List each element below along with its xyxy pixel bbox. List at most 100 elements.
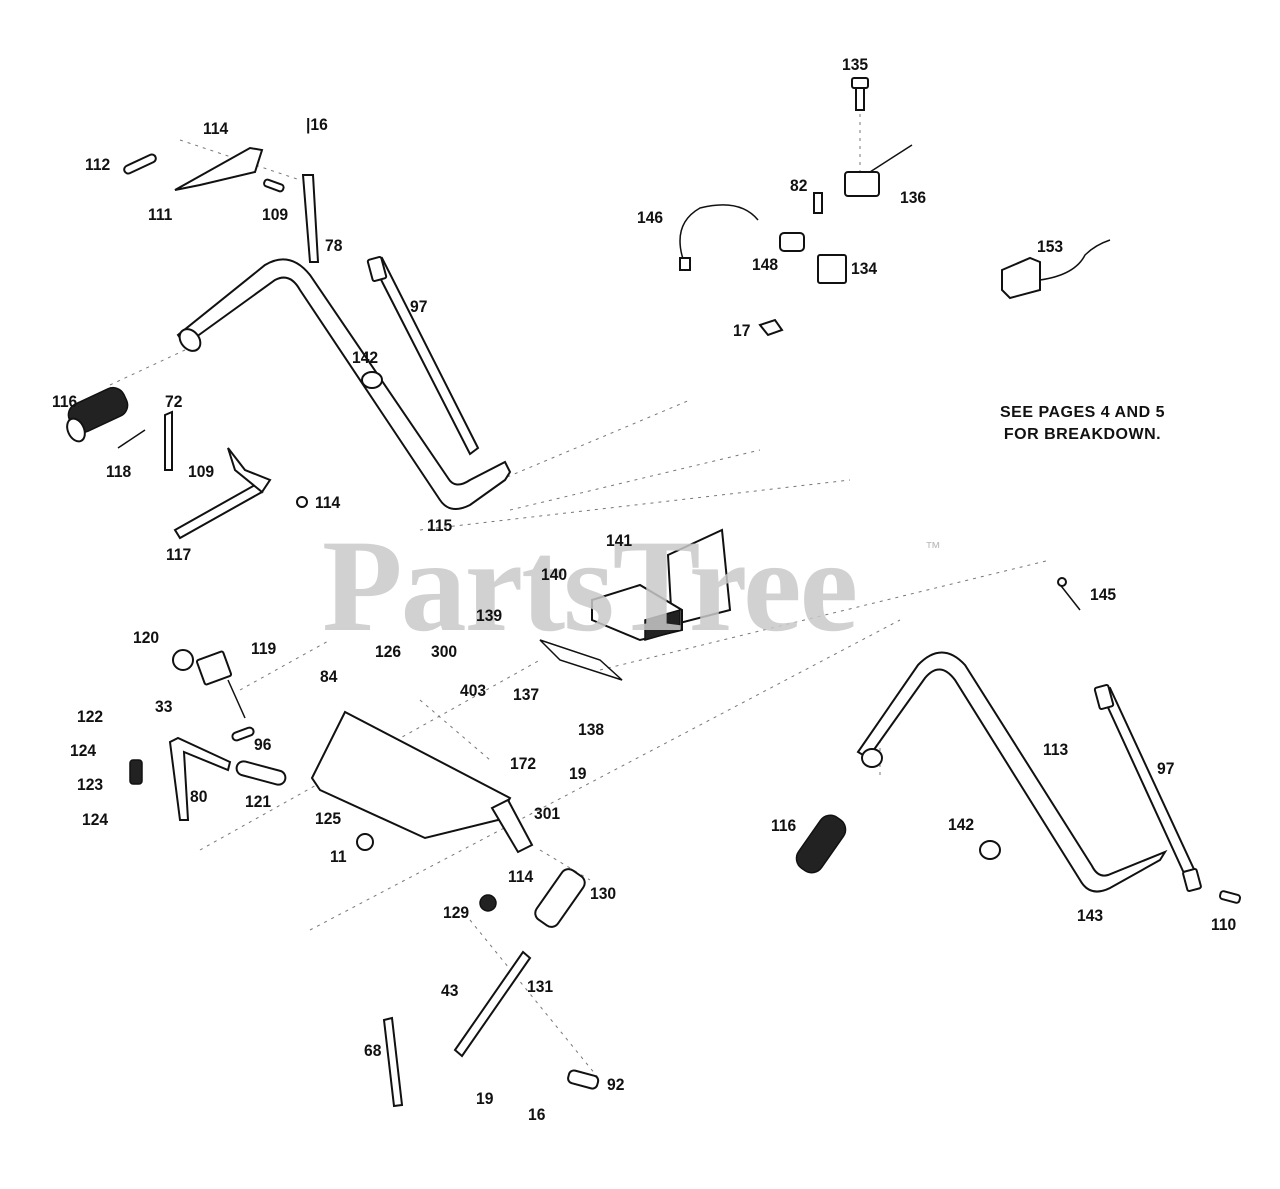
part-number-115[interactable]: 115 [427, 516, 453, 535]
solenoid-134 [817, 254, 847, 284]
part-number-300[interactable]: 300 [431, 642, 458, 661]
part-number-112[interactable]: 112 [85, 155, 111, 174]
part-number-19-lower[interactable]: 19 [476, 1089, 494, 1108]
part-number-146[interactable]: 146 [637, 208, 664, 227]
grip-116-left [66, 386, 129, 443]
part-number-116-left[interactable]: 116 [52, 392, 78, 411]
part-number-19-mid[interactable]: 19 [569, 764, 587, 783]
spring-123 [129, 759, 143, 785]
part-number-109-top[interactable]: 109 [262, 205, 289, 224]
clip-17 [758, 318, 784, 337]
part-number-16-lower[interactable]: 16 [528, 1105, 546, 1124]
part-number-114-lower[interactable]: 114 [508, 867, 534, 886]
grip-116-right [795, 814, 847, 874]
bolt-92 [567, 1069, 600, 1090]
part-number-80[interactable]: 80 [190, 787, 208, 806]
part-number-143[interactable]: 143 [1077, 906, 1104, 925]
note-line-1: SEE PAGES 4 AND 5 [1000, 404, 1165, 421]
part-number-72[interactable]: 72 [165, 392, 183, 411]
part-number-403[interactable]: 403 [460, 681, 487, 700]
part-number-97-left[interactable]: 97 [410, 297, 428, 316]
knob-129 [479, 894, 497, 912]
watermark-trademark: ™ [925, 540, 941, 557]
brace-97-right [1093, 684, 1202, 893]
link-72 [164, 410, 173, 471]
part-number-119[interactable]: 119 [251, 639, 277, 658]
part-number-116-right[interactable]: 116 [771, 816, 797, 835]
part-number-114-top[interactable]: 114 [203, 119, 229, 138]
part-number-68[interactable]: 68 [364, 1041, 382, 1060]
part-number-124-lower[interactable]: 124 [82, 810, 109, 829]
part-number-134[interactable]: 134 [851, 259, 878, 278]
part-number-124-upper[interactable]: 124 [70, 741, 97, 760]
part-number-125[interactable]: 125 [315, 809, 342, 828]
boot-148 [779, 232, 805, 252]
part-number-111[interactable]: 111 [148, 205, 173, 224]
battery-140 [591, 583, 683, 642]
bolt-82 [813, 192, 823, 214]
part-number-137[interactable]: 137 [513, 685, 540, 704]
part-number-145[interactable]: 145 [1090, 585, 1117, 604]
part-number-148[interactable]: 148 [752, 255, 779, 274]
lever-117 [173, 447, 272, 540]
lever-301 [490, 798, 534, 854]
part-number-82[interactable]: 82 [790, 176, 808, 195]
handle-lower [856, 651, 1168, 893]
part-number-123[interactable]: 123 [77, 775, 104, 794]
part-number-142-right[interactable]: 142 [948, 815, 975, 834]
part-number-120[interactable]: 120 [133, 628, 160, 647]
part-number-16-top[interactable]: |16 [306, 115, 328, 134]
brace-97-left [366, 256, 480, 456]
part-number-96[interactable]: 96 [254, 735, 272, 754]
bolt-110 [1218, 890, 1242, 904]
cap-142-right [979, 840, 1001, 860]
part-number-122[interactable]: 122 [77, 707, 104, 726]
part-number-139[interactable]: 139 [476, 606, 503, 625]
part-number-135[interactable]: 135 [842, 55, 869, 74]
breakdown-note: SEE PAGES 4 AND 5 FOR BREAKDOWN. [1000, 402, 1165, 446]
part-number-33[interactable]: 33 [155, 697, 173, 716]
part-number-138[interactable]: 138 [578, 720, 605, 739]
part-number-140[interactable]: 140 [541, 565, 568, 584]
pin-112 [123, 153, 157, 175]
part-number-130[interactable]: 130 [590, 884, 617, 903]
part-number-84[interactable]: 84 [320, 667, 338, 686]
part-number-172[interactable]: 172 [510, 754, 537, 773]
part-number-142-left[interactable]: 142 [352, 348, 379, 367]
tray-139 [539, 639, 623, 681]
part-number-117[interactable]: 117 [166, 545, 192, 564]
part-number-131[interactable]: 131 [527, 977, 554, 996]
part-number-136[interactable]: 136 [900, 188, 927, 207]
part-number-78[interactable]: 78 [325, 236, 343, 255]
part-number-17[interactable]: 17 [733, 321, 751, 340]
part-number-16-top-value: 16 [310, 115, 328, 134]
part-number-141[interactable]: 141 [606, 531, 633, 550]
module-136 [844, 144, 913, 197]
part-number-92[interactable]: 92 [607, 1075, 625, 1094]
part-number-114-mid[interactable]: 114 [315, 493, 341, 512]
part-number-109-mid[interactable]: 109 [188, 462, 215, 481]
rod-78 [301, 174, 320, 263]
note-line-2: FOR BREAKDOWN. [1003, 426, 1162, 443]
part-number-118[interactable]: 118 [106, 462, 132, 481]
part-number-153[interactable]: 153 [1037, 237, 1064, 256]
knob-120 [172, 649, 194, 671]
part-number-121[interactable]: 121 [245, 792, 272, 811]
part-number-11[interactable]: 11 [330, 847, 347, 866]
part-number-126[interactable]: 126 [375, 642, 402, 661]
bolt-135 [851, 77, 869, 111]
bracket-111 [174, 146, 264, 191]
clip-118 [117, 429, 146, 449]
charger-153 [1001, 239, 1111, 300]
part-number-97-right[interactable]: 97 [1157, 759, 1175, 778]
cap-142-left [361, 371, 383, 389]
part-number-43[interactable]: 43 [441, 981, 459, 1000]
part-number-113[interactable]: 113 [1043, 740, 1069, 759]
part-number-301[interactable]: 301 [534, 804, 561, 823]
part-number-129[interactable]: 129 [443, 903, 470, 922]
handle-upper [176, 258, 512, 510]
part-number-110[interactable]: 110 [1211, 915, 1237, 934]
rod-68 [382, 1016, 404, 1108]
